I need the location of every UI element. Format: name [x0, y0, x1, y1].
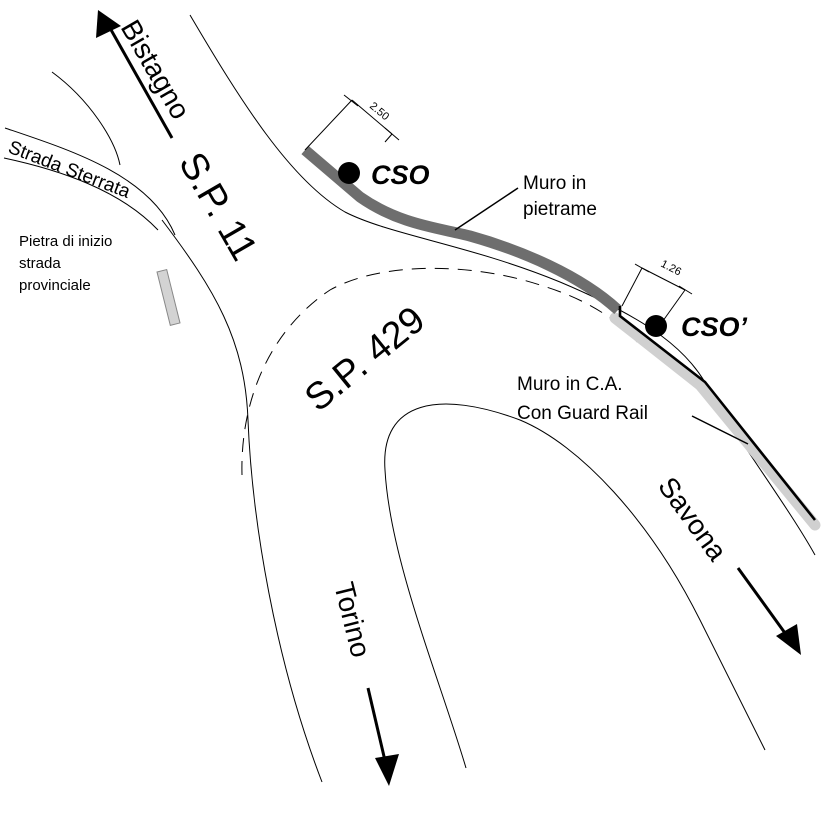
cso-prime-label: CSO’ — [681, 312, 748, 342]
label-muro-ca-line2: Con Guard Rail — [517, 403, 648, 424]
cso-prime-point — [645, 315, 667, 337]
label-pietra-line1: Pietra di inizio — [19, 233, 112, 250]
dimension-cso-label: 2.50 — [367, 100, 391, 123]
strada-sterrata-upper-edge — [4, 127, 176, 236]
former-alignment-dashed — [241, 267, 641, 476]
strada-sterrata-lower-edge — [3, 157, 159, 231]
arrow-bistagno — [96, 10, 174, 139]
label-pietra-line2: strada — [19, 255, 61, 272]
cso-point — [338, 162, 360, 184]
muro-in-pietrame — [301, 145, 622, 315]
label-torino: Torino — [328, 579, 377, 660]
arrow-torino — [366, 687, 399, 786]
inner-curve-edge — [384, 403, 766, 769]
label-sp429: S.P. 429 — [297, 299, 433, 420]
label-savona: Savona — [652, 471, 733, 566]
sp11-west-edge — [161, 219, 323, 783]
label-muro-pietrame-line2: pietrame — [523, 199, 597, 220]
label-sp11: S.P. 11 — [170, 146, 265, 268]
muro-in-ca-shadow — [609, 312, 821, 531]
arrow-savona — [736, 567, 801, 655]
leader-muro-pietrame — [454, 187, 519, 231]
road-edges — [3, 14, 816, 783]
cso-label: CSO — [371, 160, 430, 190]
label-pietra-line3: provinciale — [19, 277, 91, 294]
sp11-east-sp429-north-edge — [189, 14, 816, 556]
left-track-edge — [51, 71, 121, 166]
label-muro-ca-line1: Muro in C.A. — [517, 374, 623, 395]
dimension-cso-prime-label: 1.26 — [659, 258, 684, 278]
muro-in-ca-guard-rail — [618, 306, 817, 521]
label-muro-pietrame-line1: Muro in — [523, 173, 586, 194]
leader-muro-ca — [691, 415, 749, 445]
pietra-di-inizio-marker — [156, 268, 181, 326]
dimension-cso — [304, 94, 400, 151]
